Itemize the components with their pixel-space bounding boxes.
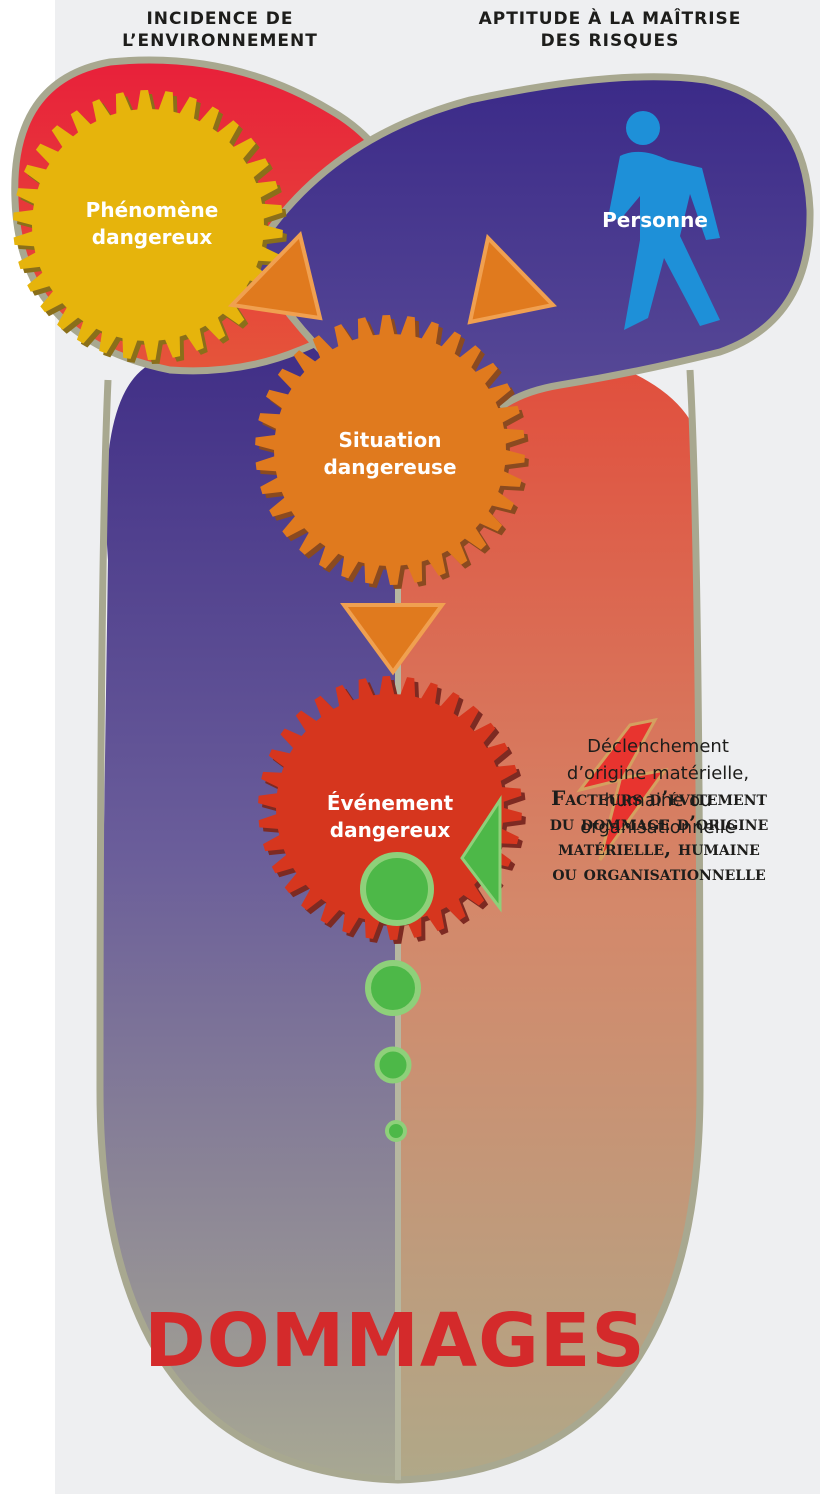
green-arrow-icon <box>460 794 502 913</box>
green-circle-2 <box>365 960 421 1016</box>
trigger-text: Déclenchement d’origine matérielle, huma… <box>566 736 750 838</box>
avoidance-factors-text: Facteurs d’évitement du dommage d’origin… <box>549 786 769 885</box>
label-phenomene: Phénomène dangereux <box>85 198 219 249</box>
arrow-triangle-icon <box>467 233 557 325</box>
green-circle-1 <box>360 852 434 926</box>
gear-evenement <box>258 676 526 944</box>
header-environment: INCIDENCE DE L’ENVIRONNEMENT <box>90 8 350 52</box>
outcome-title: DOMMAGES <box>144 1298 646 1384</box>
label-personne: Personne <box>602 208 708 232</box>
green-circle-4 <box>385 1120 407 1142</box>
avoidance-circles <box>360 852 434 1142</box>
label-situation: Situation dangereuse <box>323 428 457 479</box>
capsule-body <box>100 330 700 1480</box>
gearRed-body <box>258 676 522 940</box>
header-environment-text: INCIDENCE DE L’ENVIRONNEMENT <box>122 9 318 51</box>
gear-situation <box>255 315 529 589</box>
arrow-triangle-icon <box>340 603 446 676</box>
arrow-triangle-icon <box>227 231 323 321</box>
green-circle-3 <box>374 1046 412 1084</box>
header-risk-control: APTITUDE À LA MAÎTRISE DES RISQUES <box>455 8 765 52</box>
person-walking-icon <box>608 111 720 330</box>
header-risk-control-text: APTITUDE À LA MAÎTRISE DES RISQUES <box>478 9 742 51</box>
lightning-bolt-icon <box>576 717 669 861</box>
gear-phenomene <box>13 90 287 364</box>
label-evenement: Événement dangereux <box>326 791 454 842</box>
gearOrange-body <box>255 315 525 585</box>
gearYellow-body <box>13 90 283 360</box>
